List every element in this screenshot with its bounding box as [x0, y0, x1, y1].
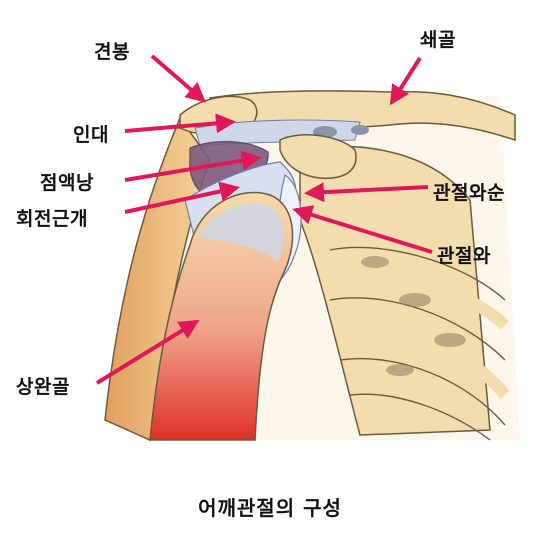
figure-caption: 어깨관절의 구성 — [198, 496, 342, 520]
label-arrows — [95, 54, 433, 385]
arrow-acromion — [150, 54, 207, 103]
arrow-bursa — [124, 150, 262, 182]
label-humerus: 상완골 — [16, 376, 70, 398]
scapula — [299, 145, 491, 436]
arrow-glenoid-labrum — [304, 182, 429, 203]
arrow-ligament — [124, 113, 236, 134]
humeral-head-cartilage — [198, 203, 284, 262]
rib-shadows — [361, 256, 466, 376]
label-bursa: 점액낭 — [40, 172, 94, 194]
label-clavicle: 쇄골 — [420, 29, 456, 51]
label-glenoid: 관절와 — [437, 245, 491, 267]
arrow-clavicle — [389, 56, 422, 106]
label-rotator-cuff: 회전근개 — [16, 208, 88, 230]
label-ligament: 인대 — [73, 124, 109, 146]
label-acromion: 견봉 — [94, 41, 130, 63]
coracoid-process — [279, 134, 357, 179]
humerus-bone — [149, 191, 294, 441]
arrow-humerus — [95, 319, 200, 385]
arrow-glenoid — [292, 205, 433, 254]
joint-gaps — [313, 125, 369, 138]
ribs — [328, 246, 510, 441]
label-glenoid-labrum: 관절와순 — [433, 182, 505, 204]
arrow-rotator-cuff — [124, 181, 240, 214]
